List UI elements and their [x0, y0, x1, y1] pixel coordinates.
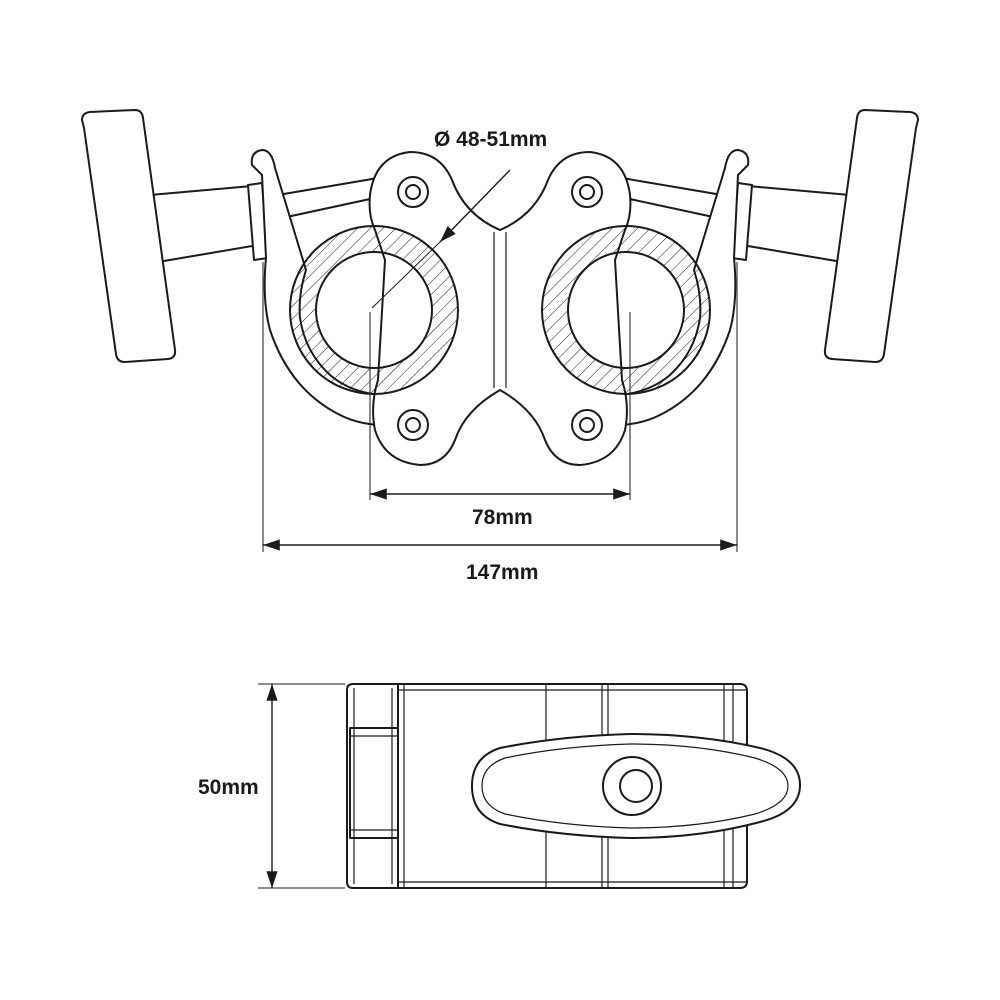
bolt-hole-top-right — [571, 176, 603, 208]
top-view: Ø 48-51mm 78mm 147mm — [81, 109, 919, 584]
overall-width-label: 147mm — [466, 561, 538, 584]
bolt-hole-bottom-right — [571, 409, 603, 441]
right-t-handle — [731, 109, 919, 363]
side-view: 50mm — [198, 683, 801, 889]
left-t-handle — [81, 109, 269, 363]
bolt-hole-top-left — [397, 176, 429, 208]
tube-section-left — [288, 225, 460, 395]
height-label: 50mm — [198, 776, 259, 799]
diameter-label: Ø 48-51mm — [434, 128, 547, 151]
side-wing-knob — [471, 733, 801, 839]
diameter-leader — [439, 169, 511, 243]
tube-section-right — [540, 225, 712, 395]
center-distance-label: 78mm — [472, 506, 533, 529]
bolt-hole-bottom-left — [397, 409, 429, 441]
clamp-center-body — [368, 151, 632, 466]
